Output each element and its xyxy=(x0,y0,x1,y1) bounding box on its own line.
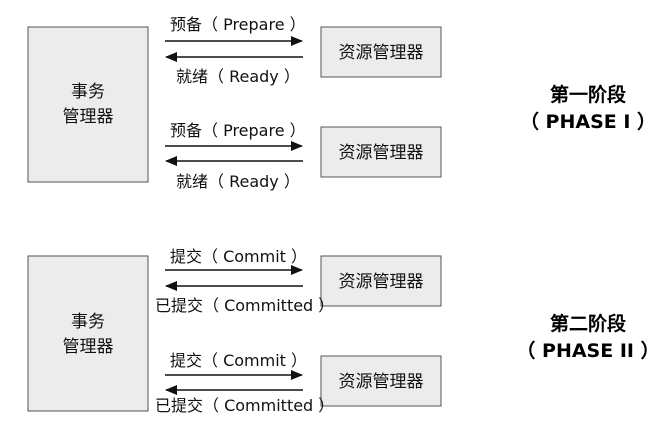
resource-manager-box-phase1-a xyxy=(320,26,442,78)
phase1-title: 第一阶段 xyxy=(550,83,627,106)
resource-manager-box-phase2-b xyxy=(320,355,442,407)
transaction-manager-box-phase1 xyxy=(27,26,149,183)
transaction-manager-label: 管理器 xyxy=(63,107,114,127)
resource-manager-label: 资源管理器 xyxy=(339,143,424,163)
resource-manager-box-phase1-b xyxy=(320,126,442,178)
resource-manager-label: 资源管理器 xyxy=(339,43,424,63)
resource-manager-label: 资源管理器 xyxy=(339,272,424,292)
phase1-subtitle: （ PHASE I ） xyxy=(520,110,656,133)
ready-label: 就绪（ Ready ） xyxy=(176,67,300,86)
resource-manager-label: 资源管理器 xyxy=(339,372,424,392)
resource-manager-box-phase2-a xyxy=(320,255,442,307)
transaction-manager-label: 事务 xyxy=(71,82,105,102)
commit-label: 提交（ Commit ） xyxy=(170,351,307,370)
prepare-label: 预备（ Prepare ） xyxy=(170,121,306,140)
committed-label: 已提交（ Committed ） xyxy=(155,396,334,415)
transaction-manager-label: 管理器 xyxy=(63,337,114,357)
commit-label: 提交（ Commit ） xyxy=(170,247,307,266)
prepare-label: 预备（ Prepare ） xyxy=(170,15,306,34)
phase2-subtitle: （ PHASE II ） xyxy=(516,339,659,362)
phase2-title: 第二阶段 xyxy=(550,312,627,335)
ready-label: 就绪（ Ready ） xyxy=(176,172,300,191)
transaction-manager-box-phase2 xyxy=(27,255,149,412)
committed-label: 已提交（ Committed ） xyxy=(155,296,334,315)
transaction-manager-label: 事务 xyxy=(71,312,105,332)
